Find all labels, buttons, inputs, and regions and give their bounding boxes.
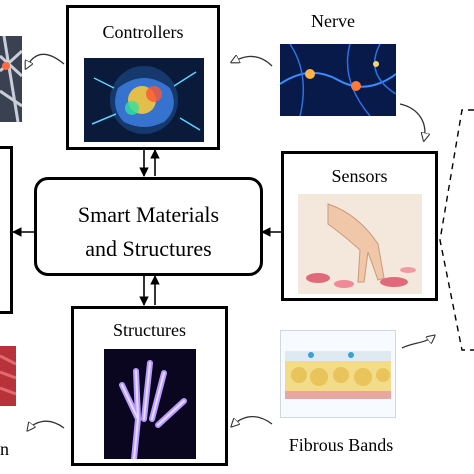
nerve-image — [280, 44, 396, 116]
fibrous-bands-label: Fibrous Bands — [288, 435, 394, 455]
xray-hand-image — [104, 349, 196, 459]
center-line-1: Smart Materials — [77, 202, 220, 227]
partial-bottom-left-label: n — [0, 439, 9, 459]
structures-box: Structures — [71, 306, 228, 466]
nerve-label: Nerve — [311, 11, 355, 31]
left-bottom-image — [0, 346, 16, 406]
brain-image — [84, 58, 204, 142]
left-top-image — [0, 36, 22, 122]
fibrous-bands-image — [280, 330, 396, 418]
curl-arrow-structures — [232, 416, 273, 426]
controllers-box: Controllers — [66, 5, 220, 150]
center-line-2: and Structures — [85, 236, 212, 261]
curl-arrow-fibrous — [401, 336, 434, 349]
curl-arrow-bottom-left — [28, 420, 65, 430]
curl-arrow-sensors — [399, 103, 425, 140]
curl-arrow-nerve — [232, 56, 273, 67]
center-box: Smart Materials and Structures — [34, 177, 263, 276]
controllers-title: Controllers — [102, 22, 184, 42]
sensors-box: Sensors — [281, 151, 438, 301]
left-partial-box — [0, 146, 13, 314]
sensors-title: Sensors — [331, 166, 388, 186]
curl-arrow-left-top — [26, 53, 65, 68]
dashed-bracket — [439, 109, 474, 351]
structures-title: Structures — [113, 320, 186, 340]
hand-touch-image — [298, 194, 422, 294]
